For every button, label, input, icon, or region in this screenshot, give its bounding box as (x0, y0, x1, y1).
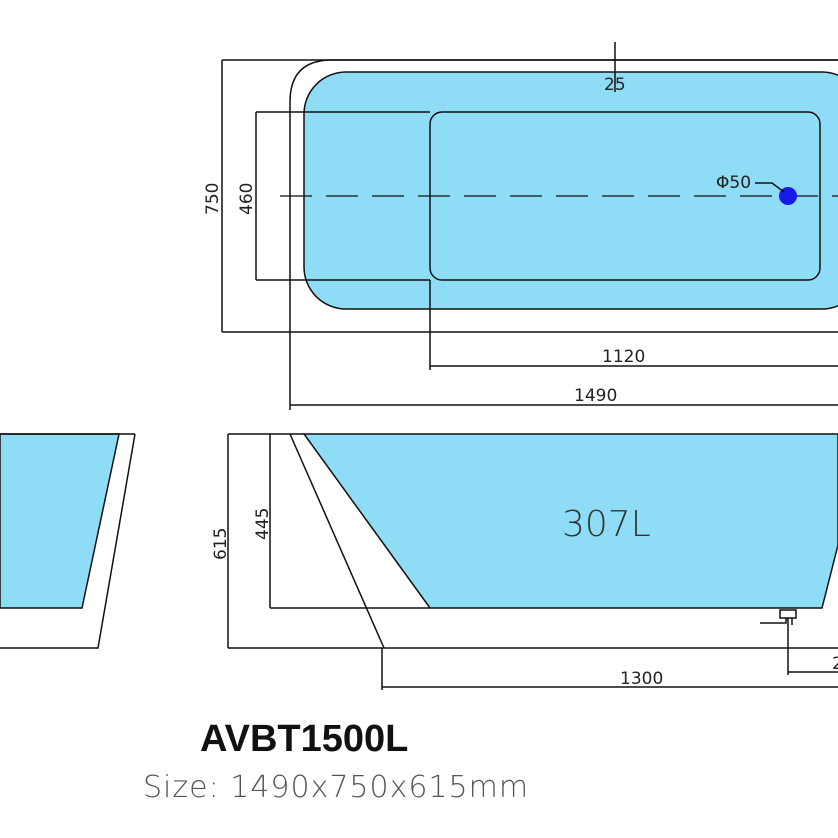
size-text: Size: 1490x750x615mm (143, 770, 530, 805)
drain-dim: Φ50 (716, 173, 751, 193)
inner-width-dim: 460 (237, 183, 257, 215)
height-dim: 615 (211, 528, 231, 560)
rim-dim: 25 (604, 75, 626, 95)
volume-label: 307L (562, 504, 651, 545)
partial-dim: 2 (832, 654, 838, 674)
end-view (0, 433, 136, 649)
model-name: AVBT1500L (200, 718, 409, 760)
depth-dim: 445 (253, 508, 273, 540)
top-view: 25 Φ50 1120 1490 750 460 (203, 42, 838, 410)
basin-top (303, 71, 838, 310)
drain-fitting (779, 609, 797, 619)
side-view: 2 307L 1300 615 445 (211, 433, 838, 690)
base-length-dim: 1300 (620, 669, 663, 689)
inner-length-dim: 1120 (602, 347, 645, 367)
length-dim: 1490 (574, 386, 617, 406)
width-dim: 750 (203, 183, 223, 215)
